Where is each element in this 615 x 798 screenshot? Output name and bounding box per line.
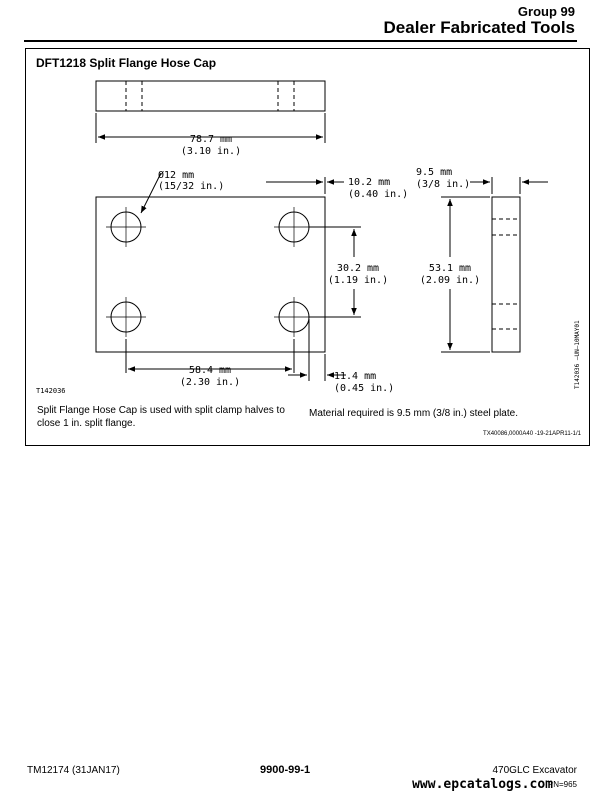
height-mm-label: 53.1 mm	[429, 263, 471, 274]
edge-top-in-label: (0.40 in.)	[348, 189, 408, 200]
group-label: Group 99	[517, 4, 575, 19]
hole-spacing-v-in-label: (1.19 in.)	[328, 275, 388, 286]
manual-id: TM12174 (31JAN17)	[27, 765, 120, 776]
plate-side-view	[491, 196, 521, 353]
model-name: 470GLC Excavator	[492, 765, 578, 776]
section-title: DFT1218 Split Flange Hose Cap	[36, 56, 217, 70]
drawing-side-label: T142036 —UN—10MAY01	[574, 320, 581, 389]
thickness-in-label: (3/8 in.)	[416, 179, 470, 190]
figure-reference: TX40086,0000A40 -19-21APR11-1/1	[483, 431, 581, 437]
edge-bottom-in-label: (0.45 in.)	[334, 383, 394, 394]
length-mm-label: 78.7 mm	[190, 134, 232, 145]
technical-drawing: 78.7 mm (3.10 in.) Ø12 mm (15/32 in.) 10…	[36, 80, 581, 395]
hole-spacing-h-mm-label: 58.4 mm	[189, 365, 231, 376]
hole-diameter-mm-label: Ø12 mm	[158, 169, 194, 181]
plate-edge-view	[95, 80, 326, 112]
page-number: 9900-99-1	[260, 764, 311, 776]
hole-spacing-h-in-label: (2.30 in.)	[180, 377, 240, 388]
edge-top-mm-label: 10.2 mm	[348, 177, 390, 188]
website-watermark: www.epcatalogs.com	[412, 777, 553, 792]
material-description: Material required is 9.5 mm (3/8 in.) st…	[309, 408, 518, 419]
pn-number: PN=965	[547, 780, 577, 789]
page-title: Dealer Fabricated Tools	[383, 18, 575, 37]
length-in-label: (3.10 in.)	[181, 146, 241, 157]
plate-front-view	[95, 196, 326, 353]
height-in-label: (2.09 in.)	[420, 275, 480, 286]
usage-description: Split Flange Hose Cap is used with split…	[37, 405, 285, 429]
hole-diameter-in-label: (15/32 in.)	[158, 181, 224, 192]
hole-spacing-v-mm-label: 30.2 mm	[337, 263, 379, 274]
tool-section: DFT1218 Split Flange Hose Cap	[25, 48, 590, 446]
header-rule	[24, 40, 577, 42]
drawing-id: T142036	[36, 387, 66, 395]
edge-bottom-mm-label: 11.4 mm	[334, 371, 376, 382]
thickness-mm-label: 9.5 mm	[416, 167, 452, 178]
